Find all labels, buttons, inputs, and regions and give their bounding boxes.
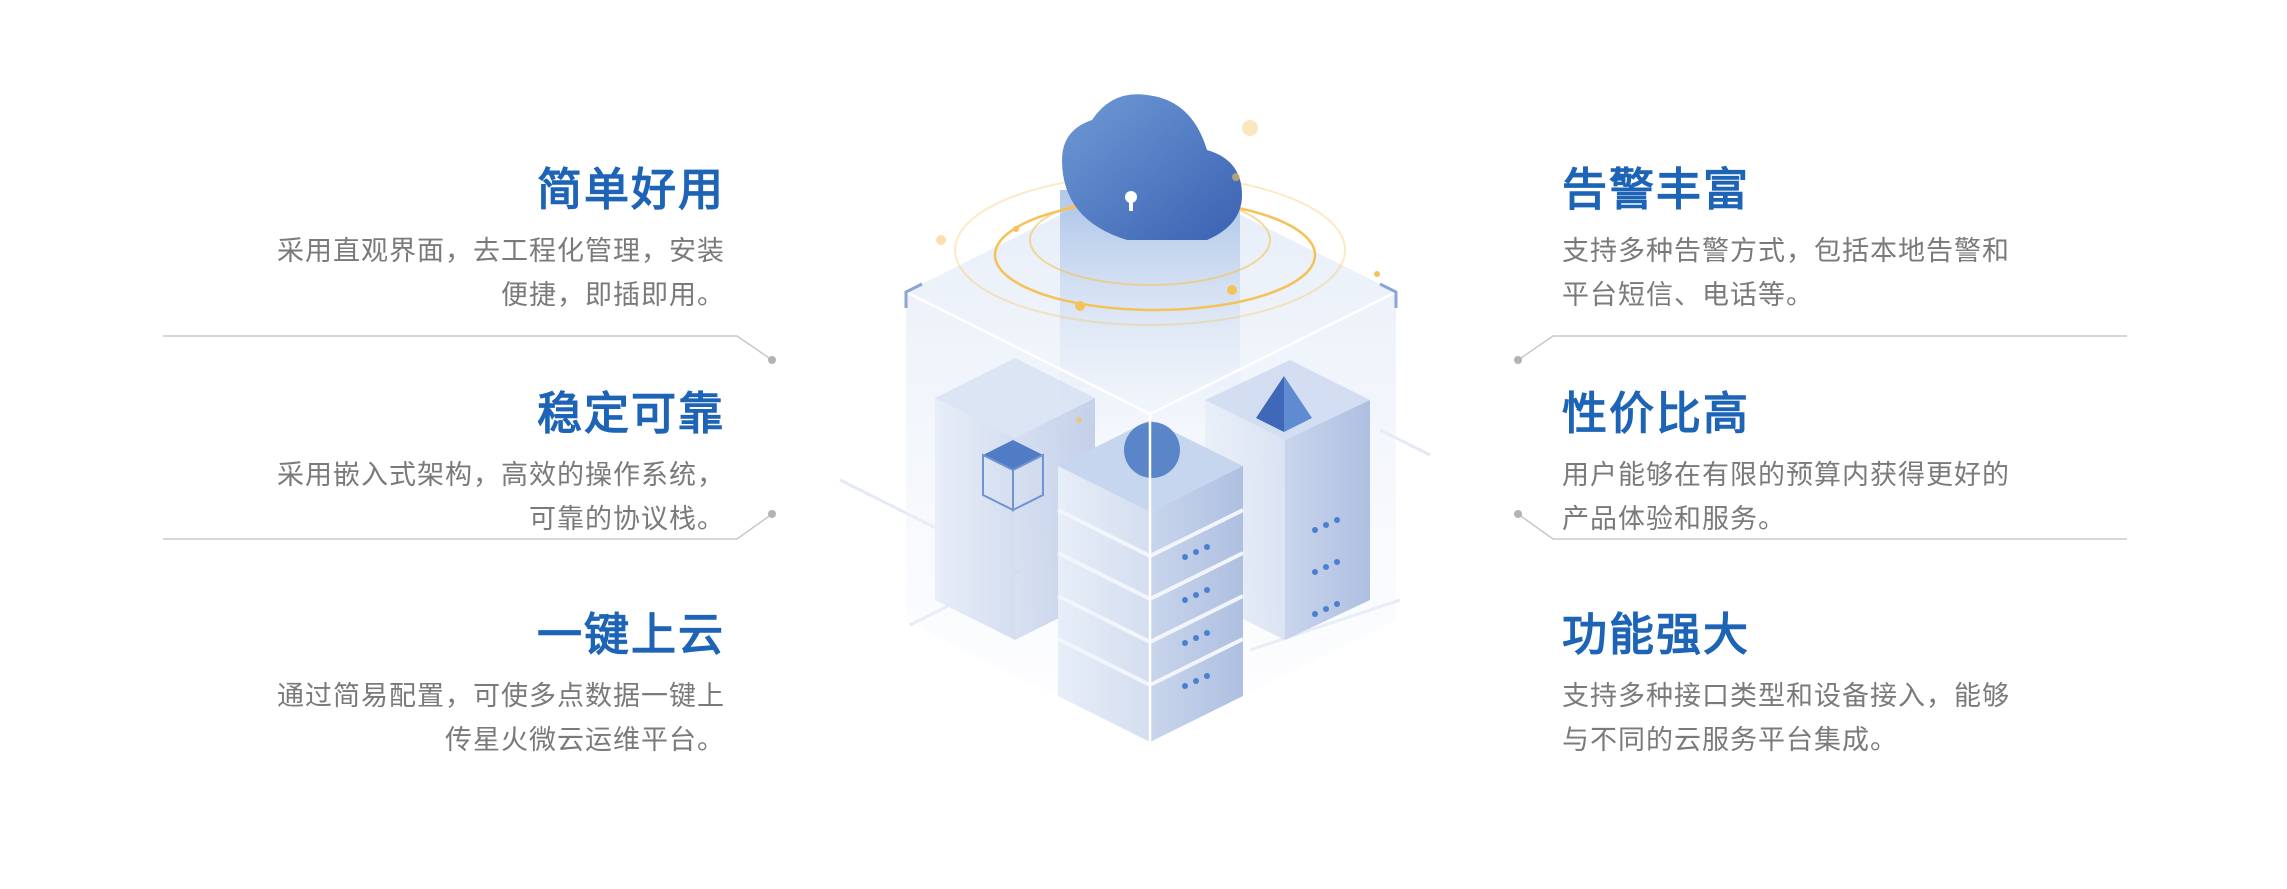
sphere-icon xyxy=(1124,422,1180,478)
divider-dot xyxy=(768,510,776,518)
feature-rich-alarms: 告警丰富 支持多种告警方式，包括本地告警和 平台短信、电话等。 xyxy=(1562,164,2122,318)
divider-dot xyxy=(1514,510,1522,518)
feature-description: 用户能够在有限的预算内获得更好的 产品体验和服务。 xyxy=(1562,460,2010,535)
divider-dot xyxy=(768,356,776,364)
feature-easy-to-use: 简单好用 采用直观界面，去工程化管理，安装 便捷，即插即用。 xyxy=(165,164,725,318)
cloud-lock-icon xyxy=(1062,94,1242,241)
feature-description: 支持多种接口类型和设备接入，能够 与不同的云服务平台集成。 xyxy=(1562,681,2010,756)
feature-title: 稳定可靠 xyxy=(536,387,725,440)
feature-title: 性价比高 xyxy=(1562,387,1751,440)
feature-powerful: 功能强大 支持多种接口类型和设备接入，能够 与不同的云服务平台集成。 xyxy=(1562,609,2122,763)
feature-title: 告警丰富 xyxy=(1562,163,1751,216)
divider-dot xyxy=(1514,356,1522,364)
feature-title: 简单好用 xyxy=(536,163,725,216)
feature-stable-reliable: 稳定可靠 采用嵌入式架构，高效的操作系统， 可靠的协议栈。 xyxy=(165,388,725,542)
pyramid-icon xyxy=(1256,376,1284,432)
divider-left-1 xyxy=(163,335,773,361)
feature-description: 支持多种告警方式，包括本地告警和 平台短信、电话等。 xyxy=(1562,236,2010,311)
divider-right-1 xyxy=(1517,335,2127,361)
feature-one-click-cloud: 一键上云 通过简易配置，可使多点数据一键上 传星火微云运维平台。 xyxy=(165,609,725,763)
feature-cost-effective: 性价比高 用户能够在有限的预算内获得更好的 产品体验和服务。 xyxy=(1562,388,2122,542)
feature-description: 通过简易配置，可使多点数据一键上 传星火微云运维平台。 xyxy=(277,681,725,756)
feature-description: 采用直观界面，去工程化管理，安装 便捷，即插即用。 xyxy=(277,236,725,311)
feature-description: 采用嵌入式架构，高效的操作系统， 可靠的协议栈。 xyxy=(277,460,725,535)
divider-left-2 xyxy=(163,513,773,540)
feature-title: 一键上云 xyxy=(536,608,725,661)
feature-title: 功能强大 xyxy=(1562,608,1751,661)
divider-right-2 xyxy=(1517,513,2127,540)
